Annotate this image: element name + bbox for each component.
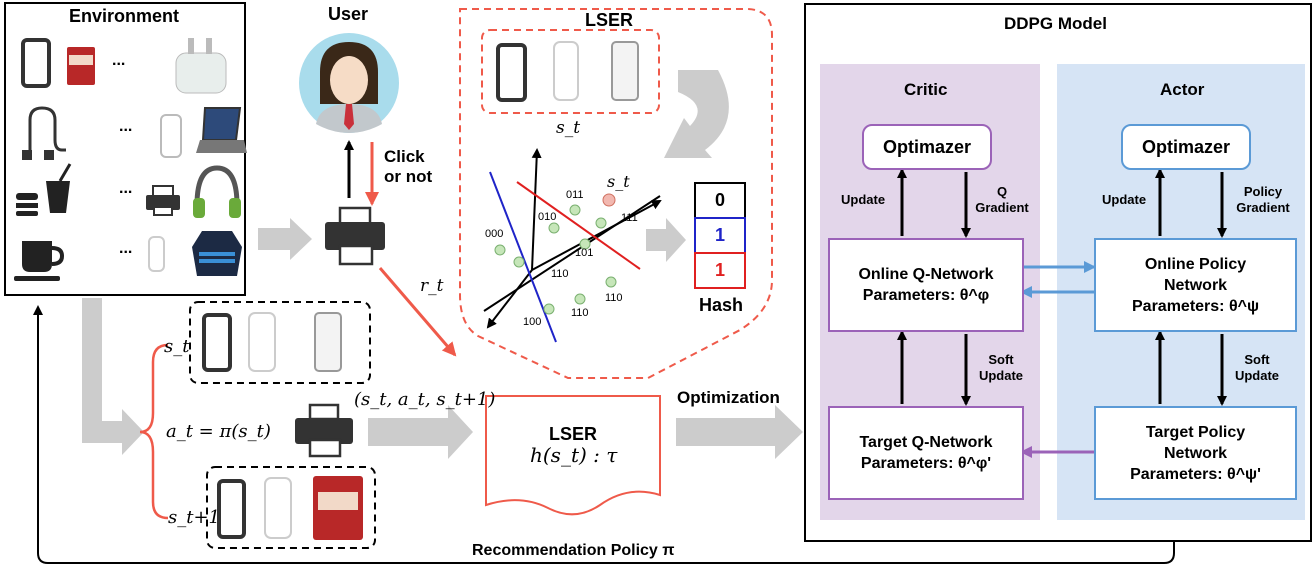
hash-code-label: 111 (621, 212, 638, 224)
lser-panel-title: LSER (585, 10, 634, 30)
ddpg-title: DDPG Model (1004, 14, 1107, 33)
arrow-reward (378, 267, 457, 357)
hash-code-label: 000 (485, 228, 504, 240)
lser-items-box (481, 29, 660, 114)
transition-label: (s_t, a_t, s_t+1) (354, 389, 496, 410)
arrow-optimization (676, 405, 803, 459)
arrow-to-lser (368, 405, 473, 459)
charger-icon (175, 38, 227, 94)
actor-optimizer-label: Optimazer (1141, 136, 1231, 157)
printer-icon (295, 403, 353, 458)
arrow-to-hash (646, 218, 686, 262)
lser-point-state-label: s_t (607, 172, 630, 191)
laptop-icon (196, 107, 247, 153)
recommendation-policy-label: Recommendation Policy π (472, 542, 675, 559)
hash-code-label: 110 (605, 292, 623, 304)
hash-code-label: 110 (551, 268, 569, 280)
hash-code-label: 101 (575, 247, 594, 259)
reward-label: r_t (420, 276, 444, 296)
critic-optimizer-box: Optimazer (862, 124, 992, 170)
actor-update-label: Update (1102, 192, 1147, 207)
online-policy-network-label: Network (1163, 276, 1228, 294)
target-policy-label: Target Policy (1145, 423, 1246, 441)
actor-soft-update-label: Soft Update (1234, 352, 1280, 383)
phone-icon (217, 479, 246, 539)
arrow-env-to-printer (258, 218, 312, 260)
target-policy-network-label: Network (1163, 444, 1228, 462)
ellipsis-label: ... (112, 52, 126, 69)
lser-document (485, 395, 661, 516)
hash-code-label: 011 (566, 189, 584, 201)
recommendation-feedback-arrow (33, 305, 1175, 564)
hash-code-label: 010 (538, 211, 557, 223)
cable-icon (22, 106, 66, 160)
state-label: s_t (164, 336, 190, 357)
hash-code-label: 100 (523, 316, 542, 328)
lser-panel (459, 8, 773, 379)
state-items-box (189, 301, 371, 384)
target-q-network-params: Parameters: θ^φ' (860, 455, 992, 472)
critic-title: Critic (904, 80, 948, 99)
online-policy-params: Parameters: θ^ψ (1132, 297, 1259, 315)
online-policy-label: Online Policy (1144, 255, 1247, 273)
target-q-network-box: Target Q-Network Parameters: θ^φ' (828, 406, 1024, 500)
online-q-network-label: Online Q-Network (858, 266, 994, 283)
critic-update-label: Update (841, 192, 886, 207)
next-state-items-box (206, 466, 376, 549)
target-q-network-label: Target Q-Network (859, 434, 993, 451)
hash-bit: 1 (694, 252, 746, 289)
headphones-icon (193, 165, 241, 218)
action-formula: a_t = π(s_t) (166, 421, 271, 442)
sweater-icon (192, 231, 242, 276)
phone-glass-icon (611, 41, 639, 101)
target-policy-params: Parameters: θ^ψ' (1130, 465, 1261, 483)
critic-gradient-label: Q Gradient (975, 184, 1029, 215)
online-policy-network-box: Online Policy Network Parameters: θ^ψ (1094, 238, 1297, 332)
phone-case-icon (148, 236, 165, 272)
next-state-label: s_t+1 (168, 507, 221, 528)
book-icon (67, 47, 95, 85)
hash-code-label: 110 (571, 307, 589, 319)
hash-bit: 0 (694, 182, 746, 219)
actor-gradient-label: Policy Gradient (1236, 184, 1290, 215)
ellipsis-label: ... (119, 118, 133, 135)
critic-optimizer-label: Optimazer (882, 136, 972, 157)
hash-hyperplanes (483, 148, 662, 343)
arrow-env-to-transitions (82, 298, 144, 455)
phone-glass-icon (314, 312, 342, 372)
actor-optimizer-box: Optimazer (1121, 124, 1251, 170)
lser-doc-title: LSER (549, 424, 598, 444)
phone-case-icon (160, 114, 182, 158)
hash-label: Hash (699, 295, 744, 315)
phone-icon (496, 43, 527, 102)
phone-icon (21, 38, 51, 88)
online-q-network-box: Online Q-Network Parameters: θ^φ (828, 238, 1024, 332)
environment-title: Environment (69, 6, 180, 26)
book-icon (313, 476, 363, 540)
lser-doc-formula: h(s_t) : τ (530, 443, 618, 467)
lser-state-label: s_t (556, 118, 581, 138)
online-q-network-params: Parameters: θ^φ (862, 287, 990, 304)
hash-bit: 1 (694, 217, 746, 254)
transition-bracket (139, 343, 169, 520)
phone-case-icon (264, 477, 292, 539)
ellipsis-label: ... (119, 180, 133, 197)
phone-case-icon (248, 312, 276, 372)
printer-icon (325, 206, 385, 266)
phone-icon (202, 313, 232, 372)
optimization-label: Optimization (677, 388, 780, 407)
target-policy-network-box: Target Policy Network Parameters: θ^ψ' (1094, 406, 1297, 500)
phone-case-icon (553, 41, 579, 101)
coffee-cup-icon (14, 241, 65, 281)
ellipsis-label: ... (119, 240, 133, 257)
printer-icon (146, 185, 180, 216)
user-title: User (328, 4, 369, 24)
actor-title: Actor (1160, 80, 1205, 99)
user-avatar (299, 33, 399, 133)
click-label: Click or not (384, 147, 433, 186)
burger-drink-icon (16, 163, 72, 216)
arrow-curved (664, 70, 729, 158)
critic-soft-update-label: Soft Update (978, 352, 1024, 383)
